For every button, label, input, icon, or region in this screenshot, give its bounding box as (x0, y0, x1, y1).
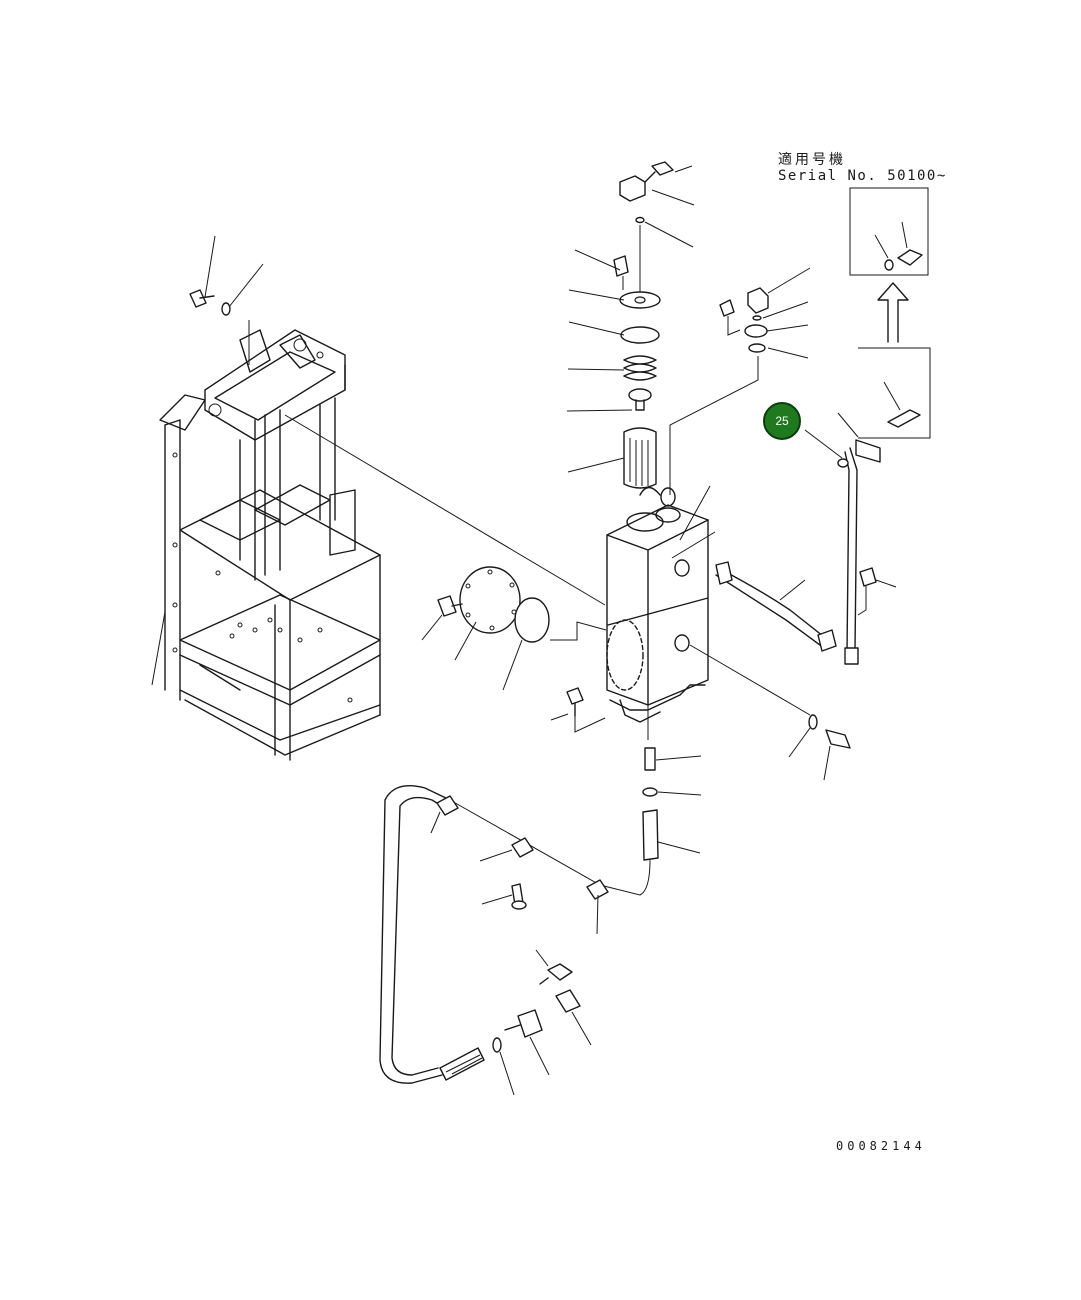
cover-plate (437, 566, 607, 643)
leader-lines (421, 165, 897, 1096)
callout-marker-25[interactable]: 25 (763, 402, 801, 440)
detail-inset-upper (849, 187, 929, 276)
filter-stack (613, 161, 674, 489)
breather-line (804, 412, 881, 665)
serial-number-range: Serial No. 50100~ (778, 168, 947, 184)
detail-inset-lower (858, 347, 931, 439)
tank-bottom-bolts (566, 687, 659, 861)
callout-number: 25 (775, 414, 789, 428)
leader-frame-to-tank (284, 414, 606, 606)
drawing-number: 00082144 (836, 1139, 926, 1153)
side-plug (689, 644, 851, 749)
serial-note-label: 適用号機 (778, 152, 846, 168)
plug-cluster (669, 287, 769, 495)
lower-valve-parts (439, 963, 581, 1081)
frame-assembly (151, 235, 381, 761)
hose-assembly (379, 785, 651, 1084)
drain-pipe (715, 561, 837, 652)
detail-inset-arrow (877, 282, 909, 343)
hydraulic-tank (606, 486, 709, 723)
